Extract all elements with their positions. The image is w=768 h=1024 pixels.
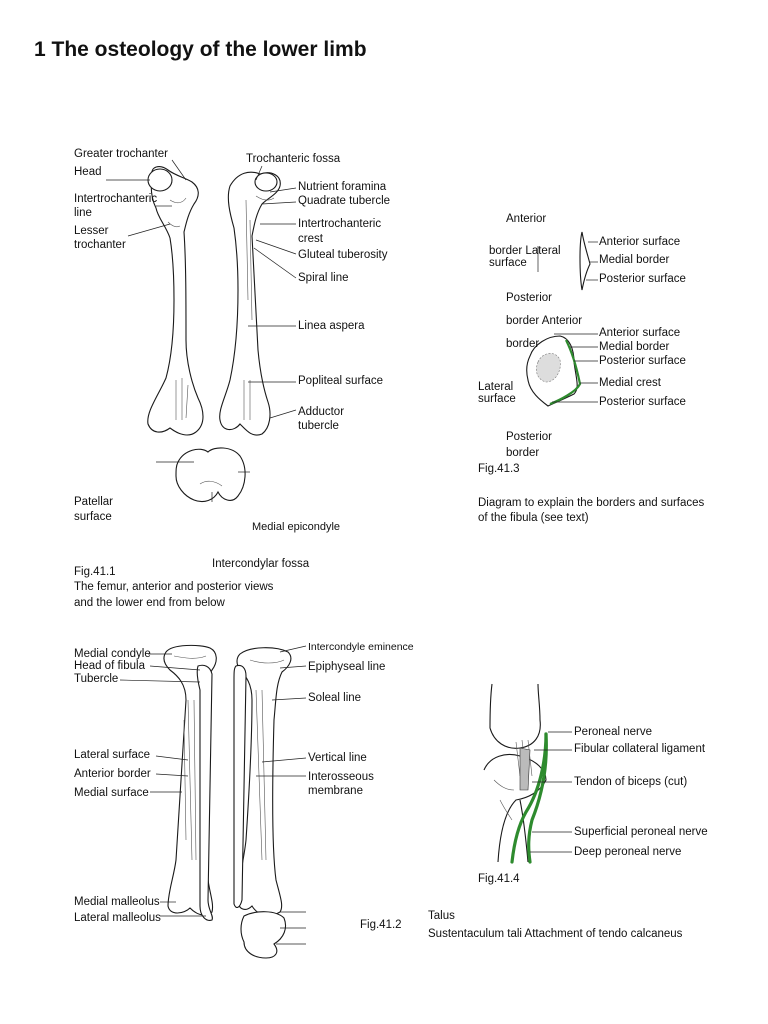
label-border-bottom: border (506, 447, 540, 459)
label-greater-trochanter: Greater trochanter (74, 148, 168, 160)
label-posterior-surface-2: Posterior surface (599, 355, 686, 367)
label-lateral-surface: Lateral surface (74, 749, 151, 761)
label-medial-border-1: Medial border (599, 254, 670, 266)
label-medial-crest: Medial crest (599, 377, 661, 389)
label-gluteal-tuberosity: Gluteal tuberosity (298, 249, 388, 261)
label-posterior: Posterior (506, 292, 553, 304)
label-soleal-line: Soleal line (308, 692, 362, 704)
label-sustentaculum: Sustentaculum tali Attachment of tendo c… (428, 928, 683, 940)
label-intercondylar-fossa: Intercondylar fossa (212, 558, 310, 570)
label-intertrochanteric-line-2: line (74, 207, 92, 219)
fig41-1-number: Fig.41.1 (74, 566, 116, 578)
label-popliteal-surface: Popliteal surface (298, 375, 384, 387)
label-deep-peroneal-nerve: Deep peroneal nerve (574, 846, 682, 858)
label-linea-aspera: Linea aspera (298, 320, 365, 332)
fig41-1-leader-lines (106, 159, 297, 419)
label-intertrochanteric-crest-1: Intertrochanteric (298, 218, 382, 230)
femur-lower-end (156, 447, 250, 503)
tibia-fibula-anterior (163, 644, 217, 921)
label-tendon-of-biceps: Tendon of biceps (cut) (574, 776, 688, 788)
fibula-section-bottom (526, 333, 598, 407)
femur-anterior-view (147, 166, 204, 436)
fig41-1-caption-line2: and the lower end from below (74, 597, 225, 609)
fibula-section-top (537, 231, 598, 291)
label-adductor-tubercle-1: Adductor (298, 406, 345, 418)
label-lateral-malleolus: Lateral malleolus (74, 912, 161, 924)
femur-posterior-view (219, 171, 281, 436)
label-trochanteric-fossa: Trochanteric fossa (246, 153, 341, 165)
label-interosseous-1: Interosseous (308, 771, 374, 783)
label-lateral-surface: surface (478, 393, 516, 405)
label-posterior-surface-1: Posterior surface (599, 273, 686, 285)
page-title: 1 The osteology of the lower limb (34, 38, 367, 61)
label-quadrate-tubercle: Quadrate tubercle (298, 195, 391, 207)
fig41-3-caption-line1: Diagram to explain the borders and surfa… (478, 497, 705, 509)
label-intertrochanteric-crest-2: crest (298, 233, 323, 245)
label-head-of-fibula: Head of fibula (74, 660, 145, 672)
fig41-3-number: Fig.41.3 (478, 463, 520, 475)
label-surface: surface (489, 257, 527, 269)
label-intertrochanteric-line-1: Intertrochanteric (74, 193, 158, 205)
label-medial-malleolus: Medial malleolus (74, 896, 160, 908)
label-adductor-tubercle-2: tubercle (298, 420, 339, 432)
label-lesser-trochanter-2: trochanter (74, 239, 126, 251)
label-lesser-trochanter-1: Lesser (74, 225, 109, 237)
label-interosseous-2: membrane (308, 785, 363, 797)
label-fibular-collateral-ligament: Fibular collateral ligament (574, 743, 706, 755)
label-epiphyseal-line: Epiphyseal line (308, 661, 386, 673)
label-spiral-line: Spiral line (298, 272, 349, 284)
tibia-fibula-posterior (233, 647, 306, 959)
fig41-3-caption-line2: of the fibula (see text) (478, 512, 589, 524)
label-medial-condyle: Medial condyle (74, 648, 151, 660)
knee-nerve-diagram (483, 683, 572, 864)
label-head: Head (74, 166, 102, 178)
label-vertical-line: Vertical line (308, 752, 367, 764)
label-superficial-peroneal-nerve: Superficial peroneal nerve (574, 826, 708, 838)
label-border: border (506, 338, 540, 350)
fig41-4-number: Fig.41.4 (478, 873, 520, 885)
label-patellar-surface-1: Patellar (74, 496, 113, 508)
label-medial-border-2: Medial border (599, 341, 670, 353)
label-anterior-border: Anterior border (74, 768, 151, 780)
fig41-2-leader-lines (119, 645, 307, 917)
label-nutrient-foramina: Nutrient foramina (298, 181, 387, 193)
label-anterior-surface-2: Anterior surface (599, 327, 681, 339)
label-anterior-surface-1: Anterior surface (599, 236, 681, 248)
fig41-1-caption-line1: The femur, anterior and posterior views (74, 581, 274, 593)
label-lateral: Lateral (478, 381, 514, 393)
label-posterior-bottom: Posterior (506, 431, 553, 443)
label-peroneal-nerve: Peroneal nerve (574, 726, 652, 738)
label-tubercle: Tubercle (74, 673, 119, 685)
label-talus: Talus (428, 910, 455, 922)
label-anterior: Anterior (506, 213, 547, 225)
label-intercondyle-eminence: Intercondyle eminence (308, 641, 414, 653)
label-posterior-surface-3: Posterior surface (599, 396, 686, 408)
fig41-2-number: Fig.41.2 (360, 919, 402, 931)
label-patellar-surface-2: surface (74, 511, 112, 523)
label-medial-surface: Medial surface (74, 787, 149, 799)
label-border-lateral: border Lateral (489, 245, 561, 257)
label-border-anterior: border Anterior (506, 315, 583, 327)
label-medial-epicondyle: Medial epicondyle (252, 521, 341, 533)
